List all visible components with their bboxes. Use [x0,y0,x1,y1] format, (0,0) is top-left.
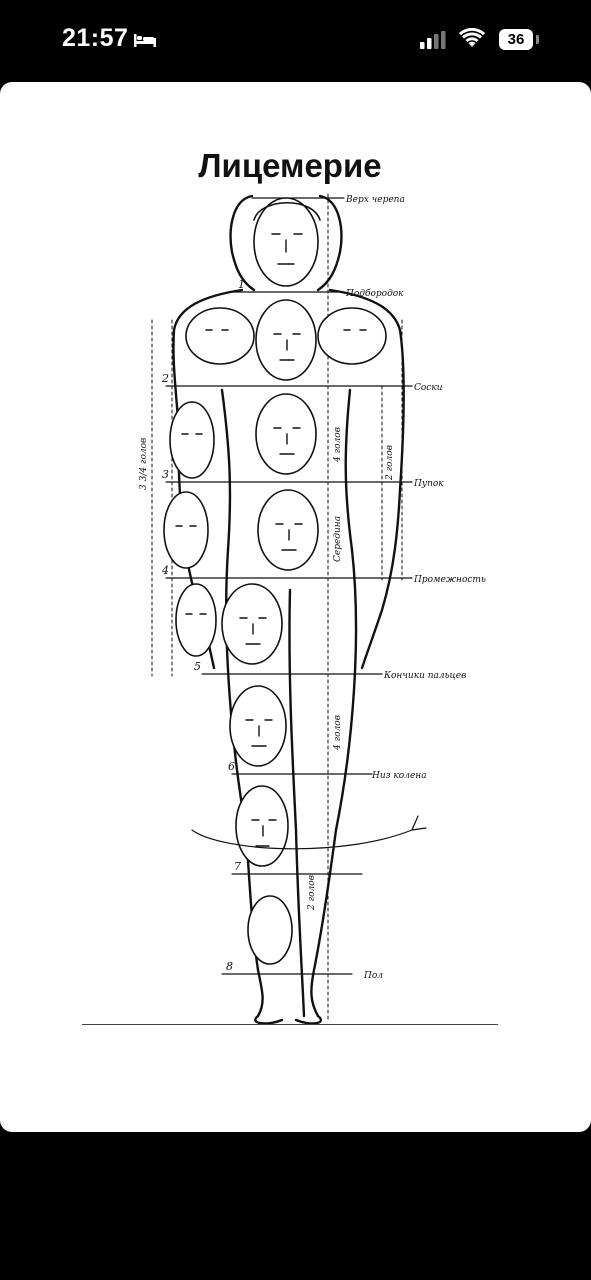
level-number-2: 2 [161,372,169,385]
measure-torso: 4 голов [333,427,343,463]
label-nipples: Соски [414,383,443,393]
label-fingertips: Кончики пальцев [383,671,466,681]
measure-half-lower: 2 голов [307,875,317,911]
label-chin: Подбородок [345,288,404,299]
level-number-1: 1 [238,278,245,291]
measure-leg: 4 голов [333,715,343,751]
battery-level: 36 [508,31,525,48]
status-bar: 21:57 36 [0,0,591,80]
level-number-6: 6 [228,760,235,773]
bottom-divider [82,1024,498,1025]
bed-icon [133,32,157,48]
measure-left-span: 3 3/4 голов [139,438,149,490]
label-crotch: Промежность [413,575,486,585]
label-navel: Пупок [413,479,444,489]
label-below-knee: Низ колена [371,771,427,781]
meme-title: Лицемерие [82,146,498,186]
label-top-of-skull: Верх черепа [345,195,405,205]
proportion-figure: Верх черепа Подбородок Соски Пупок Проме… [82,190,498,1026]
level-number-3: 3 [162,468,169,481]
signal-icon [420,31,448,49]
battery-icon: 36 [499,29,533,50]
wifi-icon [459,28,485,48]
level-number-4: 4 [161,564,169,577]
measure-half-upper: 2 голов [385,445,395,481]
label-feet: Пол [363,971,383,981]
measure-mid: Середина [333,516,343,562]
level-number-8: 8 [226,960,233,973]
battery-tip [536,35,539,44]
meme-image: Лицемерие [82,146,498,1026]
level-number-7: 7 [234,860,241,873]
status-time: 21:57 [62,24,128,53]
level-number-5: 5 [194,660,201,673]
